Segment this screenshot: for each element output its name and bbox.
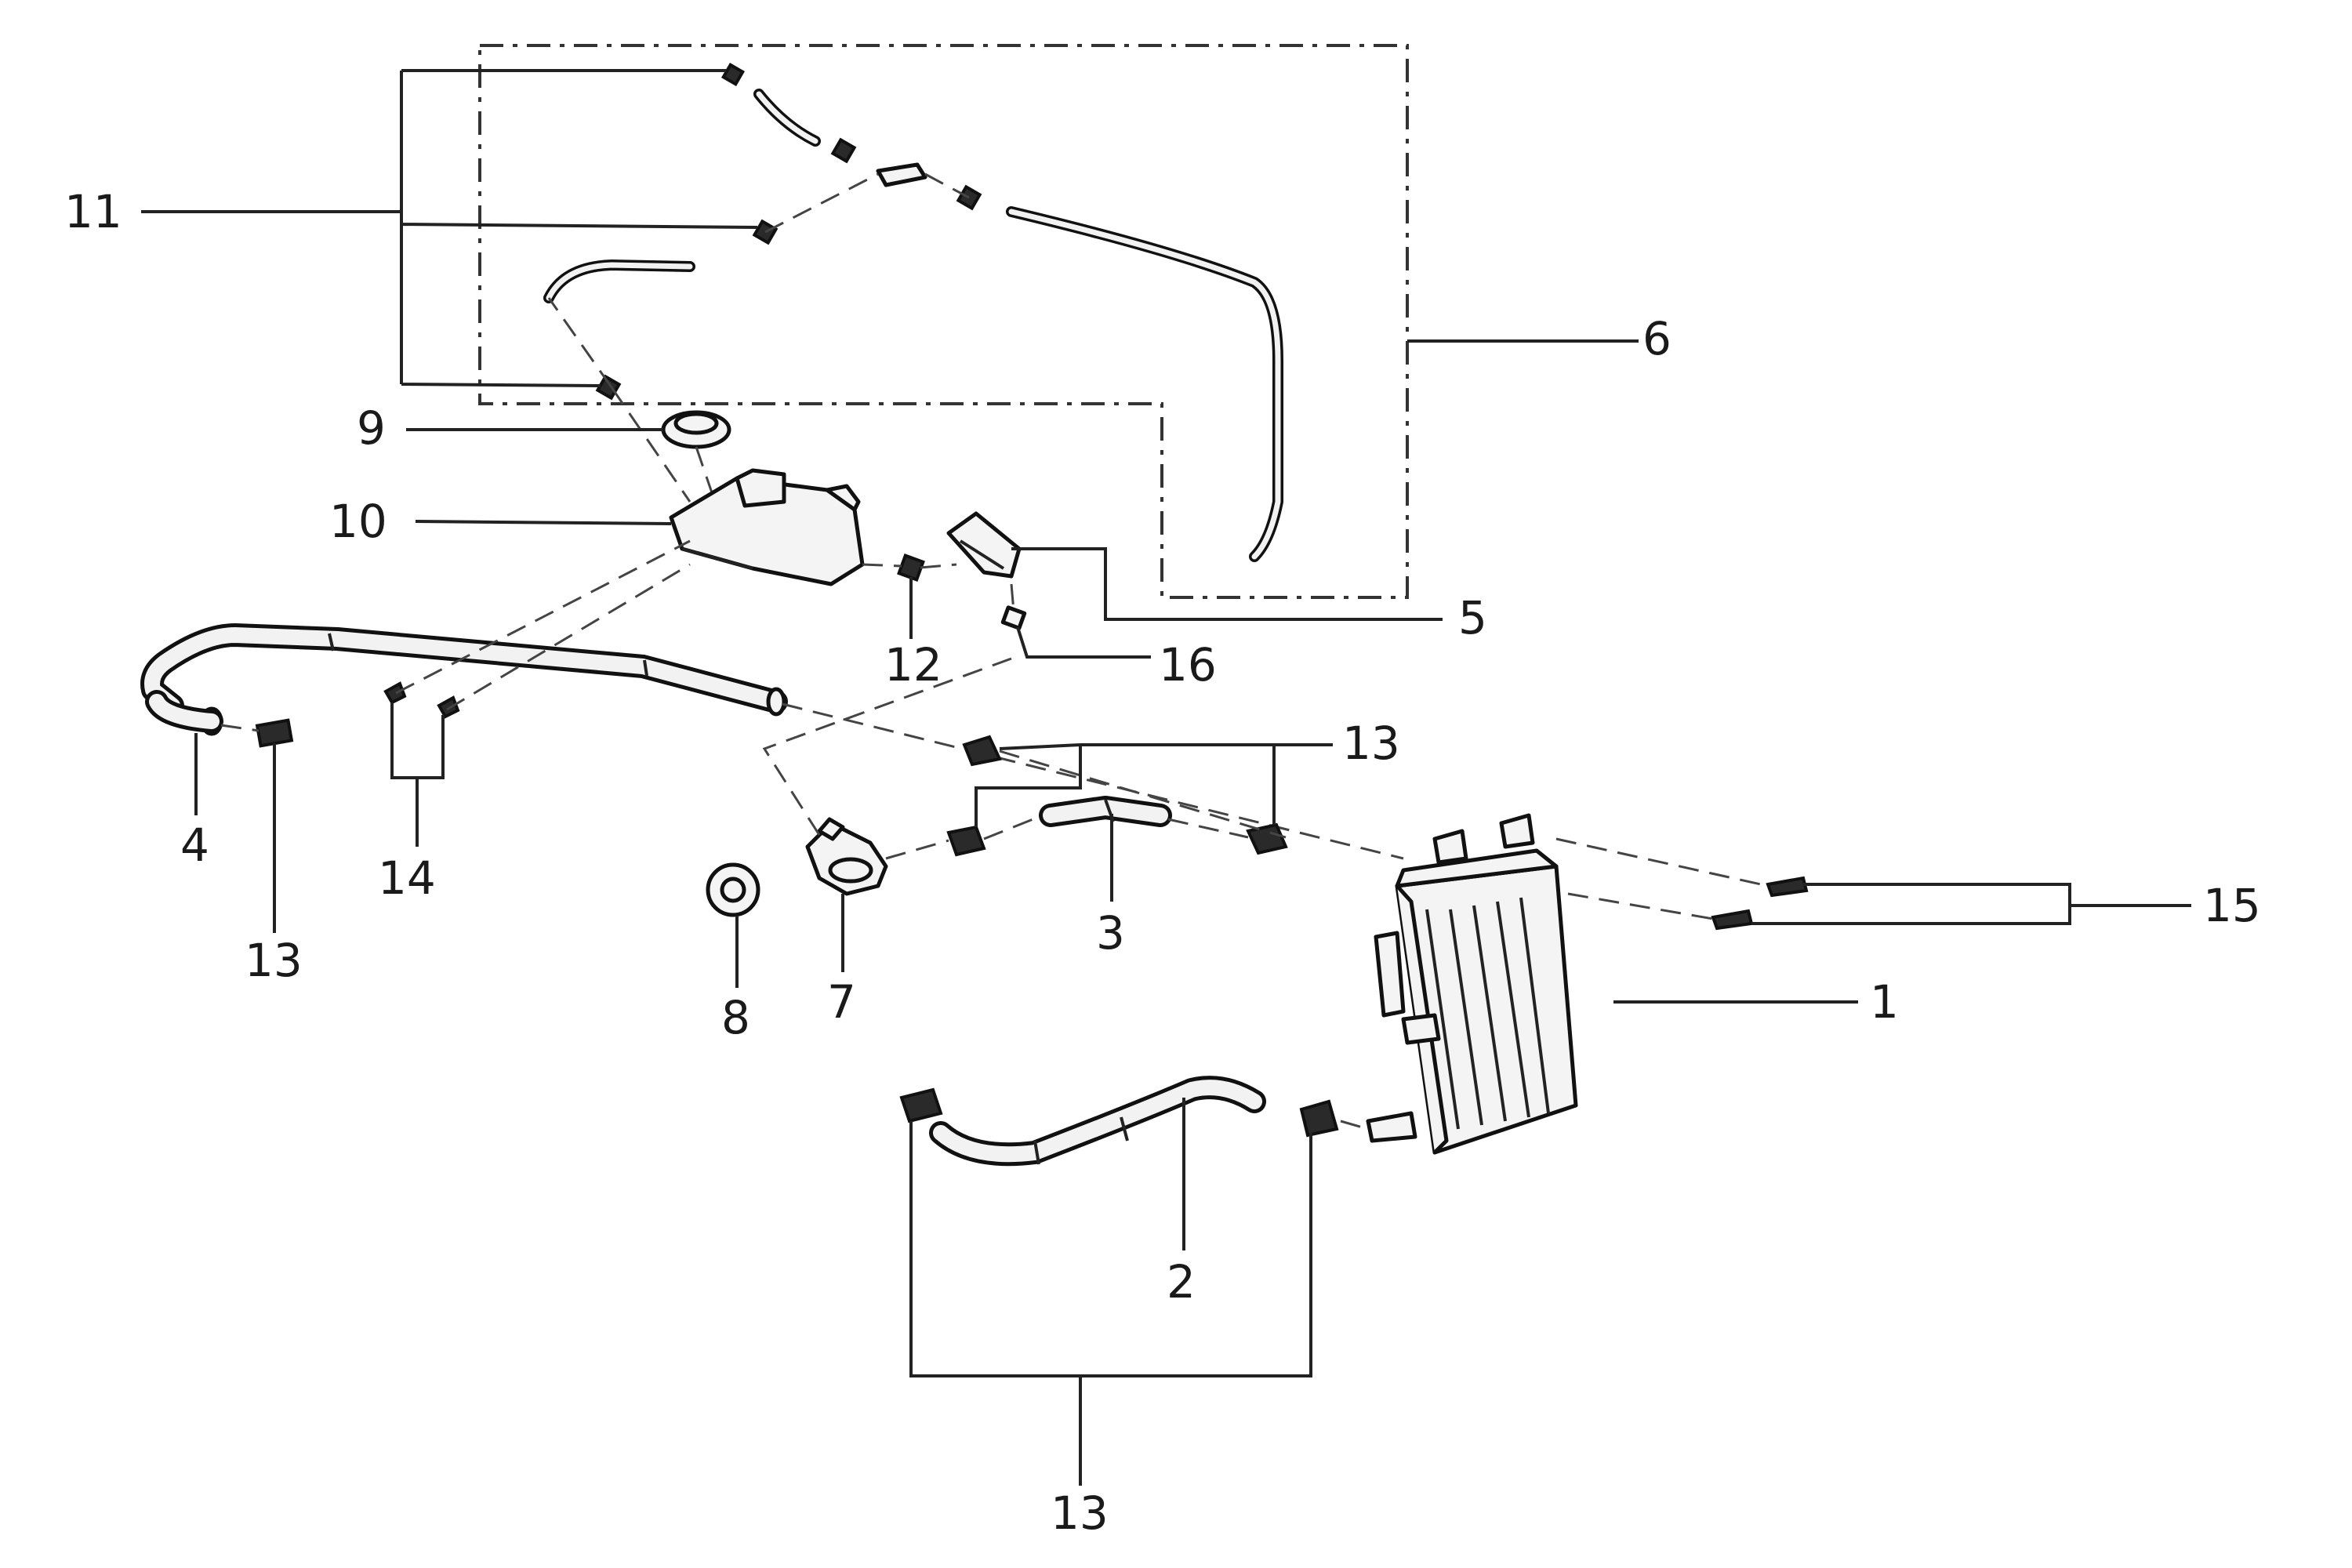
clip-12 [897, 554, 925, 582]
hose-clip-left [255, 718, 294, 748]
callout-2: 2 [1167, 1255, 1196, 1308]
callout-12: 12 [884, 638, 942, 691]
lower-hose-clips [899, 1087, 1339, 1138]
thermostat-housing [805, 817, 888, 896]
upper-coolant-hose [140, 623, 788, 736]
callout-10: 10 [329, 495, 387, 548]
nut-16 [1000, 605, 1027, 630]
coolant-reservoir-tank [669, 468, 865, 586]
bracket-5 [946, 511, 1022, 579]
breather-tube-set [543, 89, 1283, 562]
lower-coolant-hose [929, 1076, 1266, 1167]
callout-13-left: 13 [245, 934, 303, 987]
assembly-boundary-6 [478, 44, 1409, 599]
callout-13-bottom: 13 [1051, 1486, 1109, 1540]
screws-14 [383, 681, 460, 719]
reservoir-cap [661, 410, 731, 449]
hose-clips-13 [946, 735, 1288, 857]
bolts-15 [1711, 876, 1809, 931]
gasket-8 [706, 862, 760, 917]
callout-11: 11 [64, 185, 122, 238]
callout-9: 9 [357, 401, 386, 455]
callout-3: 3 [1096, 906, 1125, 960]
radiator [1366, 813, 1578, 1155]
tee-connector [876, 162, 927, 187]
leader-11 [141, 69, 758, 387]
callout-5: 5 [1458, 591, 1487, 644]
callout-13-top: 13 [1342, 717, 1400, 770]
callout-8: 8 [721, 991, 750, 1044]
elbow-hose-3 [1039, 796, 1172, 827]
callout-7: 7 [827, 975, 856, 1029]
callout-1: 1 [1870, 975, 1899, 1029]
clip-group-11 [595, 62, 982, 401]
callout-15: 15 [2203, 879, 2261, 932]
callout-6: 6 [1642, 312, 1671, 365]
callout-16: 16 [1159, 638, 1217, 691]
callout-4: 4 [180, 818, 209, 872]
callout-14: 14 [378, 851, 436, 905]
